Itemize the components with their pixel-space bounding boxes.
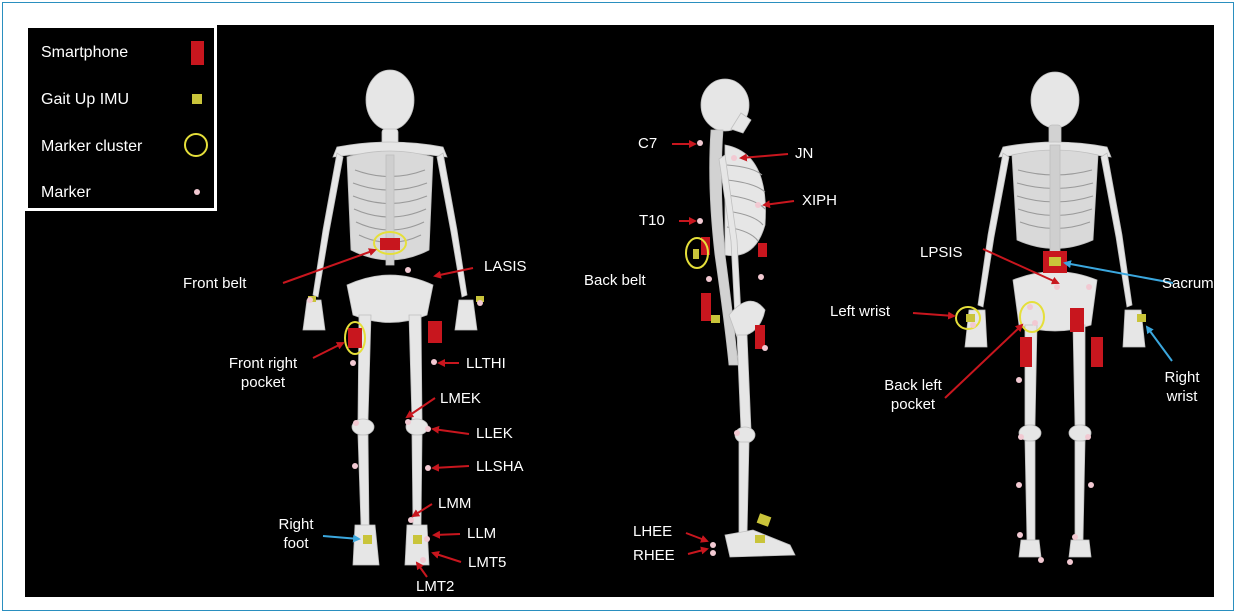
label-front-belt: Front belt xyxy=(183,275,246,293)
side-thigh-smartphone xyxy=(755,325,765,349)
legend-label: Smartphone xyxy=(41,44,128,62)
right-wrist-arrow xyxy=(1147,327,1172,361)
pink-dot-icon xyxy=(194,189,200,195)
front-skull xyxy=(366,70,414,130)
back-right-pocket-smartphone xyxy=(1070,308,1084,332)
front-right-tibia xyxy=(358,435,369,525)
label-front-right-pocket-line2: pocket xyxy=(213,374,313,392)
left-wrist-imu xyxy=(966,314,975,322)
label-right-foot-line2: foot xyxy=(268,535,324,553)
side-foot-imu-2 xyxy=(755,535,765,543)
llek-arrow xyxy=(433,429,469,434)
llsha-arrow xyxy=(433,466,469,468)
label-lmm: LMM xyxy=(438,495,471,513)
label-rhee: RHEE xyxy=(633,547,675,565)
side-foot xyxy=(725,530,795,557)
lhee-arrow xyxy=(686,533,707,541)
label-t10: T10 xyxy=(639,212,665,230)
right-foot-arrow xyxy=(323,536,359,539)
label-right-foot-line1: Right xyxy=(268,516,324,534)
side-wrist-imu xyxy=(711,315,720,323)
front-left-femur xyxy=(409,315,422,420)
label-right-wrist-line1: Right xyxy=(1155,369,1209,387)
front-belt-smartphone xyxy=(380,238,400,250)
back-left-foot xyxy=(1019,540,1041,557)
label-llm: LLM xyxy=(467,525,496,543)
lmt5-arrow xyxy=(433,553,461,562)
label-sacrum: Sacrum xyxy=(1162,275,1214,293)
red-rectangle-icon xyxy=(191,41,204,65)
label-back-left-pocket-line2: pocket xyxy=(868,396,958,414)
side-pocket-smartphone xyxy=(701,293,711,321)
label-back-belt: Back belt xyxy=(584,272,646,290)
label-xiph: XIPH xyxy=(802,192,837,210)
side-front-belt-smartphone xyxy=(758,243,767,257)
label-lmek: LMEK xyxy=(440,390,481,408)
xiph-arrow xyxy=(764,201,794,205)
label-llthi: LLTHI xyxy=(466,355,506,373)
label-lhee: LHEE xyxy=(633,523,672,541)
label-lmt5: LMT5 xyxy=(468,554,506,572)
front-left-hand xyxy=(455,300,477,330)
front-skeleton xyxy=(303,70,477,565)
label-right-wrist-line2: wrist xyxy=(1155,388,1209,406)
front-right-foot-imu xyxy=(363,535,372,544)
back-right-tibia xyxy=(1075,441,1085,540)
side-tibia xyxy=(739,442,749,535)
front-right-foot xyxy=(353,525,379,565)
front-left-thigh-smartphone xyxy=(428,321,442,343)
back-skull xyxy=(1031,72,1079,128)
label-llek: LLEK xyxy=(476,425,513,443)
front-pocket-smartphone xyxy=(348,328,362,348)
label-lasis: LASIS xyxy=(484,258,527,276)
back-pelvis xyxy=(1013,272,1097,332)
label-front-right-pocket-line1: Front right xyxy=(213,355,313,373)
right-wrist-imu xyxy=(1137,314,1146,322)
label-lmt2: LMT2 xyxy=(416,578,454,596)
back-left-tibia xyxy=(1025,441,1035,540)
legend-label: Marker xyxy=(41,184,91,202)
back-right-arm xyxy=(1101,153,1132,307)
llm-arrow xyxy=(434,534,460,535)
front-pocket-arrow xyxy=(313,343,343,358)
left-wrist-arrow xyxy=(913,313,954,316)
back-right-foot xyxy=(1069,540,1091,557)
front-right-hand xyxy=(303,300,325,330)
legend-item-smartphone: Smartphone xyxy=(41,42,216,64)
side-femur xyxy=(737,335,751,430)
yellow-square-icon xyxy=(192,94,202,104)
front-left-foot-imu xyxy=(413,535,422,544)
back-right-femur xyxy=(1073,325,1085,425)
legend: Smartphone Gait Up IMU Marker cluster Ma… xyxy=(25,25,217,211)
label-llsha: LLSHA xyxy=(476,458,524,476)
legend-item-imu: Gait Up IMU xyxy=(41,89,216,111)
label-lpsis: LPSIS xyxy=(920,244,963,262)
front-right-arm xyxy=(313,153,343,297)
label-back-left-pocket-line1: Back left xyxy=(868,377,958,395)
label-c7: C7 xyxy=(638,135,657,153)
side-back-belt-imu xyxy=(693,249,699,259)
back-skeleton xyxy=(965,72,1145,557)
rhee-arrow xyxy=(688,549,707,554)
lasis-arrow xyxy=(435,268,473,276)
yellow-circle-icon xyxy=(184,133,208,157)
front-belt-arrow xyxy=(283,250,375,283)
side-foot-imu-1 xyxy=(757,513,772,527)
legend-item-marker: Marker xyxy=(41,182,216,204)
label-jn: JN xyxy=(795,145,813,163)
legend-label: Gait Up IMU xyxy=(41,91,129,109)
back-left-arm xyxy=(978,153,1009,307)
sacrum-imu xyxy=(1049,257,1061,266)
back-right-thigh-smartphone xyxy=(1091,337,1103,367)
label-left-wrist: Left wrist xyxy=(830,303,890,321)
legend-label: Marker cluster xyxy=(41,138,142,156)
legend-item-cluster: Marker cluster xyxy=(41,136,216,158)
back-left-thigh-smartphone xyxy=(1020,337,1032,367)
